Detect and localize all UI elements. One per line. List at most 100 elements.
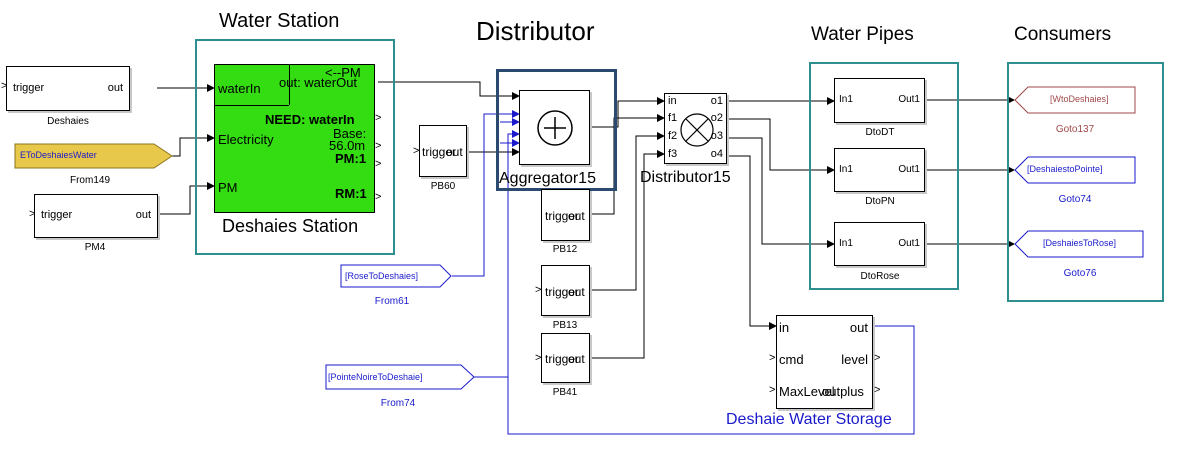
out-port-marker: > xyxy=(375,191,382,203)
port-trigger: trigger xyxy=(41,209,73,221)
inner-divider-h xyxy=(215,105,289,106)
pipe-dtopn-block[interactable]: In1 Out1 xyxy=(834,148,925,192)
aggregator-block[interactable] xyxy=(519,90,590,165)
port-in1: In1 xyxy=(839,164,853,175)
in-port-marker: > xyxy=(413,145,420,157)
line-pb13-to-f2 xyxy=(590,132,665,291)
goto76-text: [DeshaiesToRose] xyxy=(1043,238,1117,248)
in-port-marker: > xyxy=(535,352,542,364)
from74-block[interactable] xyxy=(325,364,475,390)
header-distributor: Distributor xyxy=(476,16,595,46)
pipe-dtorose-label: DtoRose xyxy=(860,271,900,282)
inner-divider-v xyxy=(289,65,290,105)
multiply-icon xyxy=(680,113,714,147)
pb41-label: PB41 xyxy=(552,387,578,398)
line-from74-to-aggregator xyxy=(474,130,520,378)
from74-label: From74 xyxy=(380,398,416,409)
port-cmd: cmd xyxy=(779,352,804,367)
pm4-label: PM4 xyxy=(84,242,106,253)
need-text: NEED: waterIn xyxy=(265,112,355,127)
line-from149-to-electricity xyxy=(172,134,215,157)
in-port-marker: > xyxy=(769,384,776,396)
rm1-text: RM:1 xyxy=(335,186,367,201)
line-waterout-to-aggregator xyxy=(378,81,520,100)
port-out1: Out1 xyxy=(898,164,920,175)
goto76-block[interactable] xyxy=(1014,230,1144,258)
out-text: out xyxy=(568,285,585,299)
header-water-pipes: Water Pipes xyxy=(811,24,914,45)
port-out1: Out1 xyxy=(898,94,920,105)
port-electricity: Electricity xyxy=(218,132,274,147)
line-pb41-to-f3 xyxy=(590,150,665,359)
out-text: out xyxy=(446,145,463,159)
deshaies-station-block[interactable]: waterIn Electricity PM <--PM out: waterO… xyxy=(214,64,375,213)
from149-block[interactable] xyxy=(14,143,174,169)
in-port-marker: > xyxy=(1,80,8,92)
goto137-block[interactable] xyxy=(1014,86,1136,114)
deshaies-label: Deshaies xyxy=(47,116,89,127)
aggregator-highlight xyxy=(496,69,617,191)
pb41-block[interactable]: trigger out xyxy=(541,333,590,383)
trigger-text: trigger xyxy=(545,352,580,366)
consumers-frame xyxy=(1007,62,1164,302)
port-pm: PM xyxy=(218,180,238,195)
port-o3: o3 xyxy=(710,130,723,142)
pb13-block[interactable]: trigger out xyxy=(541,265,590,316)
goto74-text: [DeshaiestoPointe] xyxy=(1027,164,1103,174)
out-port-marker: > xyxy=(375,112,382,124)
port-waterin: waterIn xyxy=(218,81,261,96)
port-out1: Out1 xyxy=(898,238,920,249)
port-outplus: outplus xyxy=(822,384,864,399)
pb60-label: PB60 xyxy=(430,181,456,192)
out-text: out xyxy=(568,209,585,223)
port-o1: o1 xyxy=(710,95,723,107)
port-waterout: out: waterOut xyxy=(279,75,358,90)
from74-text: [PointeNoireToDeshaie] xyxy=(328,372,423,382)
port-in1: In1 xyxy=(839,238,853,249)
port-maxlevel: MaxLevel xyxy=(779,384,835,399)
goto137-label: Goto137 xyxy=(1055,124,1095,135)
pm4-block[interactable]: trigger out xyxy=(34,194,158,238)
deshaies-trigger-block[interactable]: trigger out xyxy=(6,66,130,111)
port-f1: f1 xyxy=(668,112,678,124)
line-o3-to-dtorose xyxy=(727,137,835,248)
trigger-text: trigger xyxy=(422,145,457,159)
pm1-text: PM:1 xyxy=(335,151,367,166)
port-in: in xyxy=(668,95,677,107)
from61-label: From61 xyxy=(374,296,410,307)
trigger-text: trigger xyxy=(545,285,580,299)
aggregator-label: Aggregator15 xyxy=(499,170,596,187)
pb12-label: PB12 xyxy=(552,244,578,255)
sum-icon xyxy=(537,110,573,146)
goto74-block[interactable] xyxy=(1014,156,1136,184)
goto76-label: Goto76 xyxy=(1063,268,1097,279)
water-station-frame xyxy=(195,39,395,255)
pb60-block[interactable]: trigger out xyxy=(419,125,467,177)
from61-block[interactable] xyxy=(340,264,452,288)
from149-text: EToDeshaiesWater xyxy=(20,150,97,160)
pipe-dtorose-block[interactable]: In1 Out1 xyxy=(834,222,925,266)
port-out: out xyxy=(107,82,123,94)
distributor-block[interactable]: in f1 f2 f3 o1 o2 o3 o4 xyxy=(664,93,727,164)
line-pm4-to-pm xyxy=(157,182,215,215)
pipe-dtodt-label: DtoDT xyxy=(865,127,895,138)
goto137-text: [WtoDeshaies] xyxy=(1050,94,1109,104)
line-aggregator-to-distributor xyxy=(590,97,665,128)
from61-text: [RoseToDeshaies] xyxy=(345,271,419,281)
pb13-label: PB13 xyxy=(552,320,578,331)
port-out: out xyxy=(849,320,868,335)
water-pipes-frame xyxy=(809,62,959,290)
port-f3: f3 xyxy=(668,148,678,160)
goto74-label: Goto74 xyxy=(1058,194,1092,205)
pipe-dtodt-block[interactable]: In1 Out1 xyxy=(834,78,925,123)
storage-block[interactable]: in out cmd level MaxLevel outplus xyxy=(776,315,873,409)
line-o4-to-storage xyxy=(727,155,777,330)
port-o4: o4 xyxy=(710,148,723,160)
line-storage-out-loop xyxy=(507,325,915,435)
port-in: in xyxy=(779,320,790,335)
from149-label: From149 xyxy=(69,175,111,186)
base-text: Base: xyxy=(333,126,367,141)
pb12-block[interactable]: trigger out xyxy=(541,189,590,241)
out-text: out xyxy=(568,352,585,366)
